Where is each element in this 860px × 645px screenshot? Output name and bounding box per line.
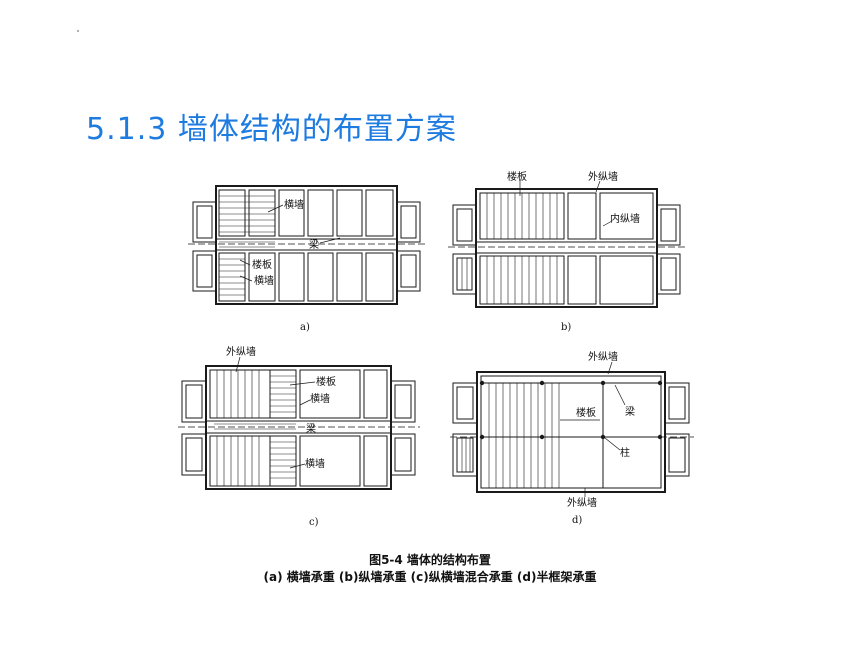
plan-d: 外纵墙 楼板 梁 柱 外纵墙 d) (450, 350, 694, 526)
label-liang-d: 梁 (625, 405, 635, 418)
decorative-dot (77, 30, 79, 32)
label-heng-qiang-c1: 横墙 (310, 392, 330, 405)
label-wai-zong-qiang-b: 外纵墙 (588, 170, 618, 183)
subfig-label-c: c) (309, 517, 319, 528)
label-nei-zong-qiang-b: 内纵墙 (610, 212, 640, 225)
label-lou-ban-d: 楼板 (576, 406, 596, 419)
figure-caption: 图5-4 墙体的结构布置 (369, 553, 491, 567)
label-lou-ban-b: 楼板 (507, 170, 527, 183)
slide-title: 5.1.3 墙体结构的布置方案 (86, 112, 457, 147)
label-liang-c: 梁 (306, 422, 316, 435)
plan-a: 横墙 梁 楼板 横墙 a) (188, 185, 425, 333)
plan-b: 楼板 外纵墙 内纵墙 b) (448, 170, 685, 333)
subfig-label-d: d) (572, 515, 582, 526)
label-heng-qiang-a2: 横墙 (254, 274, 274, 287)
label-zhu-d: 柱 (620, 446, 630, 459)
label-wai-zong-qiang-d1: 外纵墙 (588, 350, 618, 363)
subfig-label-b: b) (561, 322, 571, 333)
structure-layout-figure: 横墙 梁 楼板 横墙 a) (178, 170, 694, 528)
plan-c: 外纵墙 楼板 横墙 梁 横墙 c) (178, 345, 420, 528)
label-wai-zong-qiang-c: 外纵墙 (226, 345, 256, 358)
figure-subcaption: (a) 横墙承重 (b)纵墙承重 (c)纵横墙混合承重 (d)半框架承重 (263, 570, 597, 584)
subfig-label-a: a) (300, 322, 310, 333)
label-heng-qiang-a1: 横墙 (284, 198, 304, 211)
label-wai-zong-qiang-d2: 外纵墙 (567, 496, 597, 509)
label-heng-qiang-c2: 横墙 (305, 457, 325, 470)
label-lou-ban-c: 楼板 (316, 375, 336, 388)
label-lou-ban-a: 楼板 (252, 258, 272, 271)
label-liang-a: 梁 (309, 238, 319, 251)
